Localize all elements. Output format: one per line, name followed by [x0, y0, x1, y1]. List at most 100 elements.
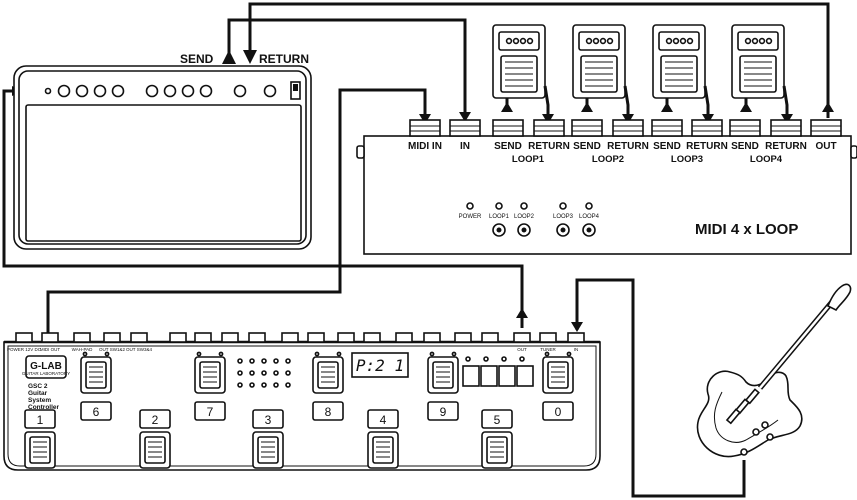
footswitch[interactable]: 8 — [312, 351, 344, 421]
footswitch[interactable]: 6 — [80, 351, 112, 421]
footswitch-number: 7 — [207, 405, 214, 419]
electric-guitar — [696, 283, 852, 458]
controller-in-arrow-icon — [571, 322, 583, 332]
footswitch-number: 2 — [152, 413, 159, 427]
controller-jack-label: OUT SW3&4 — [126, 347, 152, 352]
loop-jack-label: IN — [460, 141, 470, 152]
loop-switch-jack — [582, 223, 596, 237]
led-indicator — [466, 202, 474, 210]
loop-switch-jack — [517, 223, 531, 237]
footswitch[interactable]: 1 — [24, 409, 56, 469]
controller-jack — [169, 332, 187, 343]
controller-jack — [103, 332, 121, 343]
controller-jack — [281, 332, 299, 343]
return-arrow-icon — [243, 50, 257, 64]
cables — [2, 2, 830, 498]
cable-midi-out-to-midi-in — [46, 88, 427, 333]
loop-jack — [691, 119, 723, 137]
model-line: Controller — [28, 404, 60, 411]
loop-group-label: LOOP2 — [592, 154, 624, 165]
led-indicator — [520, 202, 528, 210]
controller-display — [351, 352, 409, 378]
loop-jack — [612, 119, 644, 137]
loop-jack — [492, 119, 524, 137]
loop-jack — [449, 119, 481, 137]
guitar-knob — [761, 421, 769, 429]
led-indicator — [495, 202, 503, 210]
loop-jack-label: RETURN — [528, 141, 570, 152]
controller-jack-label: POWER 12V DC — [7, 347, 42, 352]
loop-jack — [571, 119, 603, 137]
guitar-knob — [766, 433, 774, 441]
loop-switch-jack — [492, 223, 506, 237]
loop-in-arrow-icon — [459, 112, 471, 122]
cable-loop-out-to-amp-return — [248, 2, 830, 118]
controller-jack-label: TUNER — [540, 347, 556, 352]
loop-jack — [729, 119, 761, 137]
midi-in-arrow-icon — [419, 114, 431, 124]
amp-send-label: SEND — [180, 52, 214, 66]
controller-jack — [15, 332, 33, 343]
loop-jack — [409, 119, 441, 137]
controller-jack — [454, 332, 472, 343]
model-line: Guitar — [28, 390, 48, 397]
signal-arrows — [12, 50, 834, 332]
led-label: POWER — [459, 214, 482, 220]
controller-jack — [194, 332, 212, 343]
loop-jack-label: SEND — [653, 141, 681, 152]
controller-out-arrow-icon — [516, 308, 528, 318]
loop-jack — [810, 119, 842, 137]
footswitch[interactable]: 7 — [194, 351, 226, 421]
effect-pedal — [731, 24, 793, 124]
glab-logo: G-LAB GUITAR LABORATORY — [22, 355, 70, 379]
footswitch-number: 9 — [440, 405, 447, 419]
footswitch-number: 4 — [380, 413, 387, 427]
controller-jack — [395, 332, 413, 343]
led-label: LOOP2 — [514, 214, 535, 220]
controller-jack — [248, 332, 266, 343]
amp-knobs — [57, 84, 277, 98]
amp-grille — [25, 104, 302, 242]
logo-subtext: GUITAR LABORATORY — [22, 371, 70, 376]
footswitch[interactable]: 0 — [542, 351, 574, 421]
cable-controller-out-to-amp-input — [2, 89, 524, 328]
mode-buttons — [462, 365, 534, 387]
footswitch[interactable]: 3 — [252, 409, 284, 469]
footswitch[interactable]: 5 — [481, 409, 513, 469]
controller-jack — [307, 332, 325, 343]
guitar-pickups — [725, 388, 760, 425]
loop-group-label: LOOP3 — [671, 154, 703, 165]
loop-switch-jack — [556, 223, 570, 237]
loop-group-label: LOOP4 — [750, 154, 783, 165]
guitar-headstock — [826, 283, 852, 312]
loop-jack — [533, 119, 565, 137]
effect-pedal — [652, 24, 714, 124]
controller-jack — [73, 332, 91, 343]
footswitch-number: 6 — [93, 405, 100, 419]
controller-jack-label: MIDI OUT — [40, 347, 60, 352]
footswitch[interactable]: 4 — [367, 409, 399, 469]
effect-pedals — [492, 24, 793, 124]
guitar-body — [696, 370, 803, 458]
footswitch[interactable]: 2 — [139, 409, 171, 469]
controller-jack — [41, 332, 59, 343]
controller-jack — [567, 332, 585, 343]
led-label: LOOP1 — [489, 214, 510, 220]
controller-jack-label: OUT SW1&2 — [99, 347, 125, 352]
footswitch-number: 5 — [494, 413, 501, 427]
controller-jack — [513, 332, 531, 343]
footswitch-number: 0 — [555, 405, 562, 419]
controller-jack-label: WAH-PAD — [72, 347, 93, 352]
loop-out-arrow-icon — [822, 102, 834, 112]
controller-jack — [423, 332, 441, 343]
footswitch[interactable]: 9 — [427, 351, 459, 421]
controller-jack-label: OUT — [517, 347, 527, 352]
amplifier: SEND RETURN — [13, 52, 312, 250]
controller-jack — [337, 332, 355, 343]
loop-jack — [770, 119, 802, 137]
controller-jack — [481, 332, 499, 343]
controller-jack — [221, 332, 239, 343]
